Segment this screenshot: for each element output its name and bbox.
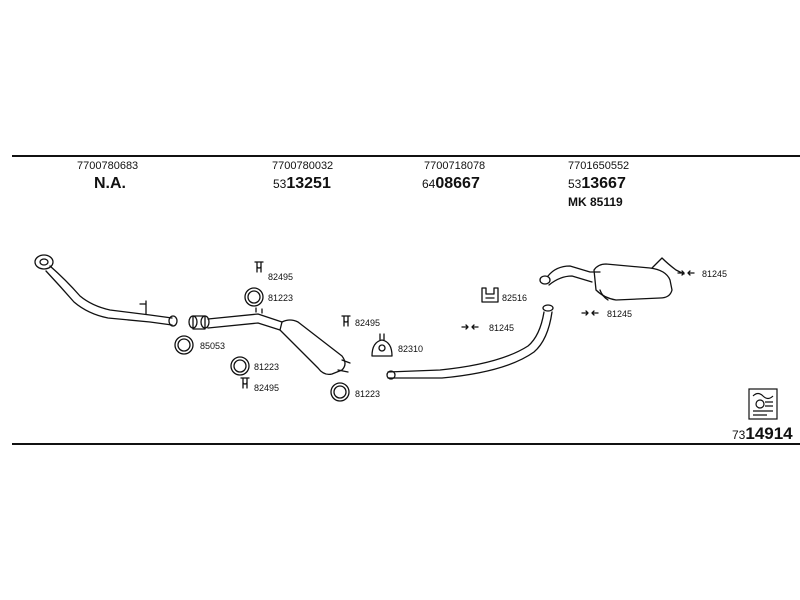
part-code-4: 5313667 bbox=[568, 175, 626, 192]
oem-number-1: 7700780683 bbox=[77, 160, 139, 172]
label-81245-c: 81245 bbox=[702, 269, 728, 279]
part-code-3: 6408667 bbox=[422, 175, 480, 192]
oem-number-4: 7701650552 bbox=[568, 160, 630, 172]
bracket-82516 bbox=[481, 287, 499, 303]
clamp-81245-a bbox=[461, 324, 479, 330]
bottom-divider bbox=[12, 443, 800, 445]
part-code-2: 5313251 bbox=[273, 175, 331, 192]
u-bolt-82495-a bbox=[254, 261, 264, 273]
clamp-81245-c bbox=[677, 270, 695, 276]
gasket-ring-81223-c bbox=[330, 382, 350, 402]
gasket-ring-81223-a bbox=[244, 287, 264, 307]
gasket-ring-85053 bbox=[174, 335, 194, 355]
clamp-81245-b bbox=[581, 310, 599, 316]
u-bolt-82495-c bbox=[240, 377, 250, 389]
catalog-info-icon bbox=[748, 388, 778, 420]
u-bolt-82495-b bbox=[341, 315, 351, 327]
label-81223-b: 81223 bbox=[254, 362, 280, 372]
mounting-kit-code: MK 85119 bbox=[568, 195, 623, 209]
label-85053: 85053 bbox=[200, 341, 226, 351]
part-code-1: N.A. bbox=[94, 175, 126, 192]
rear-silencer bbox=[539, 257, 685, 301]
label-81223-c: 81223 bbox=[355, 389, 381, 399]
label-82495-a: 82495 bbox=[268, 272, 294, 282]
oem-number-2: 7700780032 bbox=[272, 160, 334, 172]
oem-number-3: 7700718078 bbox=[424, 160, 486, 172]
label-82495-c: 82495 bbox=[355, 318, 381, 328]
label-81223-a: 81223 bbox=[268, 293, 294, 303]
top-divider bbox=[12, 155, 800, 157]
label-82516: 82516 bbox=[502, 293, 528, 303]
intermediate-muffler bbox=[188, 307, 351, 376]
gasket-ring-81223-b bbox=[230, 356, 250, 376]
label-81245-a: 81245 bbox=[489, 323, 515, 333]
front-pipe bbox=[34, 254, 178, 327]
label-82310: 82310 bbox=[398, 344, 424, 354]
hanger-82310 bbox=[371, 333, 393, 357]
label-81245-b: 81245 bbox=[607, 309, 633, 319]
label-82495-b-lower: 82495 bbox=[254, 383, 280, 393]
tail-pipe bbox=[386, 304, 554, 380]
catalog-number: 7314914 bbox=[732, 424, 793, 443]
